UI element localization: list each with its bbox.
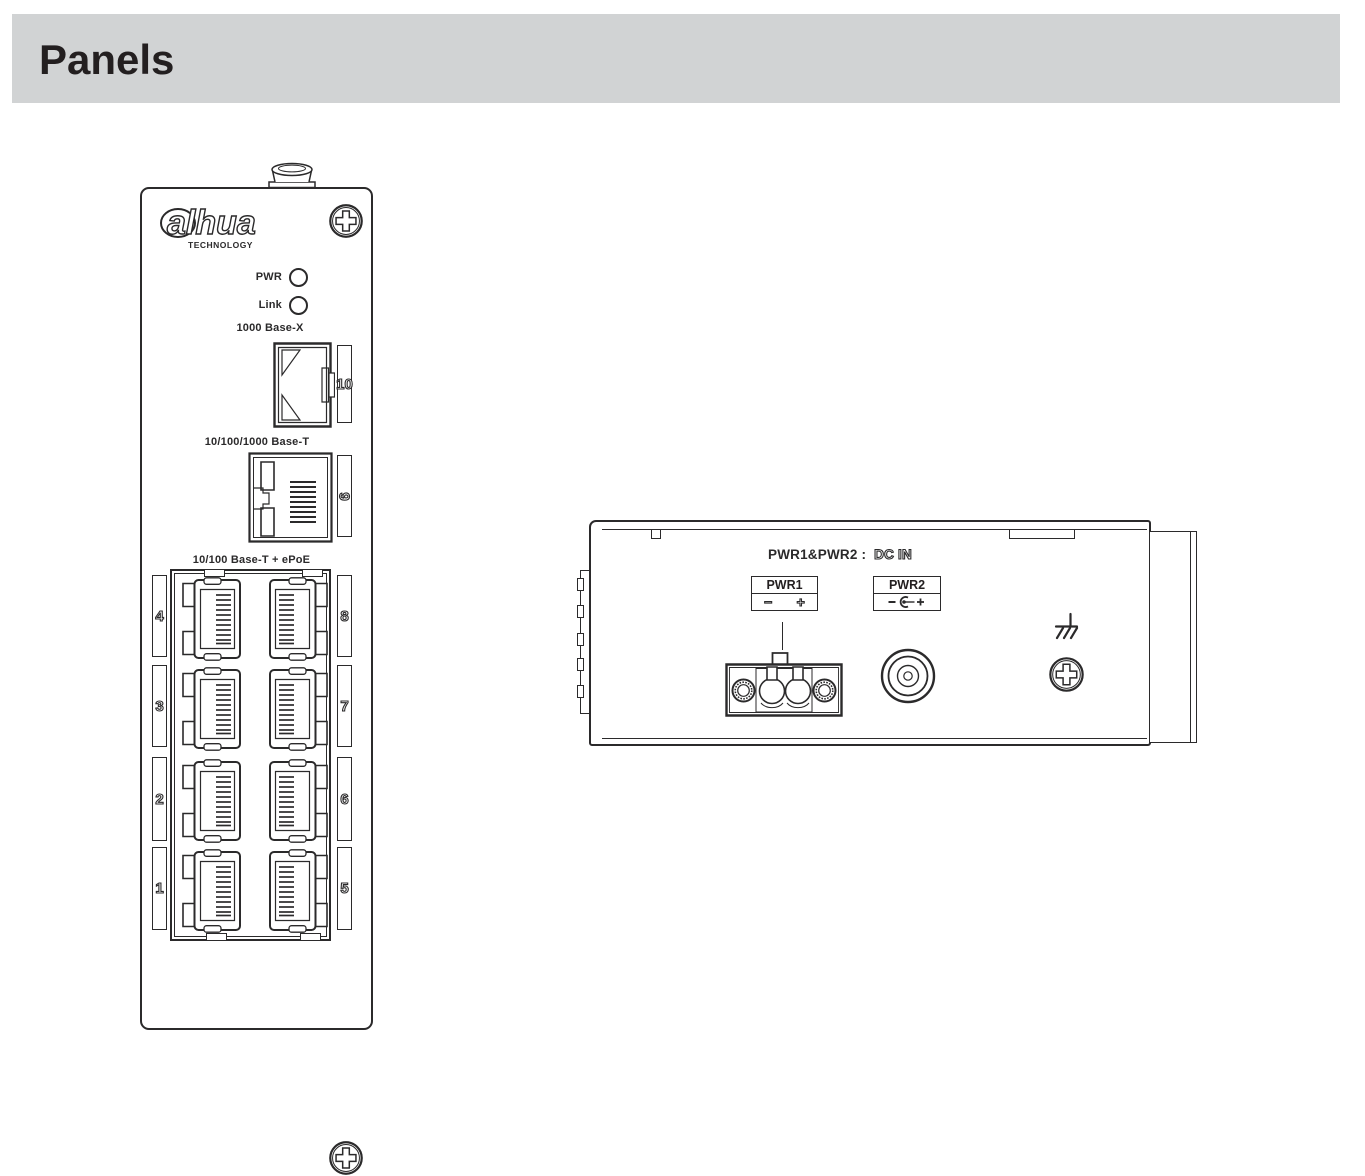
port-8-number: 8 [340,607,349,625]
port-3-number: 3 [155,697,164,715]
port-4-number: 4 [155,607,164,625]
logo-wordmark: alhua [167,204,256,242]
ground-icon [1052,612,1080,644]
pwr-led-indicator [289,268,308,287]
antenna-knob-icon [266,161,318,188]
edge-clip-icon [577,605,584,618]
port-4-strip: 4 [152,575,167,657]
epoe-section-label: 10/100 Base-T + ePoE [192,554,311,566]
din-rail-block-seam [1190,532,1191,742]
port-5-number: 5 [340,879,349,897]
port-5-strip: 5 [337,847,352,930]
pwr1-plus-symbol: + [796,593,805,610]
edge-clip-icon [577,633,584,646]
link-led-indicator [289,296,308,315]
block-tab-icon [300,933,321,940]
panel-screw-top-icon [328,203,364,239]
sfp-port-icon [273,342,335,428]
port-7-number: 7 [340,697,349,715]
body-bottom-seam [602,738,1147,739]
front-panel-figure: alhua TECHNOLOGY PWR Link 1000 Base-X 10… [140,160,376,1034]
rj45-epoe-port-icon [268,849,328,933]
port-10-number: 10 [336,375,354,393]
ground-screw-icon [1048,656,1085,693]
pwr2-label: PWR2 [874,577,940,594]
block-tab-icon [302,570,323,577]
panel-screw-bottom-icon [328,1140,364,1176]
pwr2-dc-jack-icon [880,648,936,704]
pwr-led-label: PWR [255,271,282,283]
port-3-strip: 3 [152,665,167,747]
seam-tab-icon [651,530,661,539]
logo-subtext: TECHNOLOGY [188,240,253,250]
dc-in-heading-bold: PWR1&PWR2 : [768,547,867,562]
dc-in-heading-outline: DC IN [874,546,913,562]
port-6-strip: 6 [337,757,352,841]
pwr1-minus-symbol: − [764,593,773,610]
rj45-epoe-port-icon [268,759,328,843]
epoe-port-block-inner-frame [174,573,327,937]
rj45-epoe-port-icon [182,849,242,933]
edge-clip-icon [577,658,584,671]
rj45-epoe-port-icon [182,667,242,751]
port-9-strip: 9 [335,455,354,537]
dahua-logo: alhua TECHNOLOGY [155,203,257,250]
port-8-strip: 8 [337,575,352,657]
rj45-epoe-port-icon [182,759,242,843]
port-1-strip: 1 [152,847,167,930]
sfp-section-label: 1000 Base-X [236,322,304,334]
block-tab-icon [204,570,225,577]
rj45-epoe-port-icon [268,577,328,661]
pwr1-label-box: PWR1 − + [751,576,818,611]
power-panel-outline [589,520,1151,746]
port-9-number: 9 [335,491,353,501]
pwr1-leader-line [782,622,783,650]
dc-in-heading: PWR1&PWR2 : DC IN [768,546,913,562]
pwr2-label-box: PWR2 [873,576,941,611]
pwr1-label: PWR1 [752,577,817,594]
epoe-port-block [170,569,331,941]
seam-tab-icon [1009,530,1075,539]
uplink-section-label: 10/100/1000 Base-T [204,436,310,448]
rj45-uplink-port-icon [248,452,333,543]
port-6-number: 6 [340,790,349,808]
page-title: Panels [39,36,175,83]
section-header-bar: Panels [12,14,1340,103]
body-top-seam [602,529,1147,530]
rj45-epoe-port-icon [268,667,328,751]
rj45-epoe-port-icon [182,577,242,661]
edge-clip-icon [577,685,584,698]
port-2-number: 2 [155,790,164,808]
link-led-label: Link [258,299,282,311]
power-panel-figure: PWR1&PWR2 : DC IN PWR1 − + PWR2 [577,515,1210,760]
port-10-strip: 10 [336,345,354,423]
port-2-strip: 2 [152,757,167,841]
port-1-number: 1 [155,879,164,897]
din-rail-block [1149,531,1197,743]
dc-polarity-icon [887,595,927,609]
block-tab-icon [206,933,227,940]
pwr1-terminal-block-icon [725,652,843,717]
port-7-strip: 7 [337,665,352,747]
edge-clip-icon [577,578,584,591]
